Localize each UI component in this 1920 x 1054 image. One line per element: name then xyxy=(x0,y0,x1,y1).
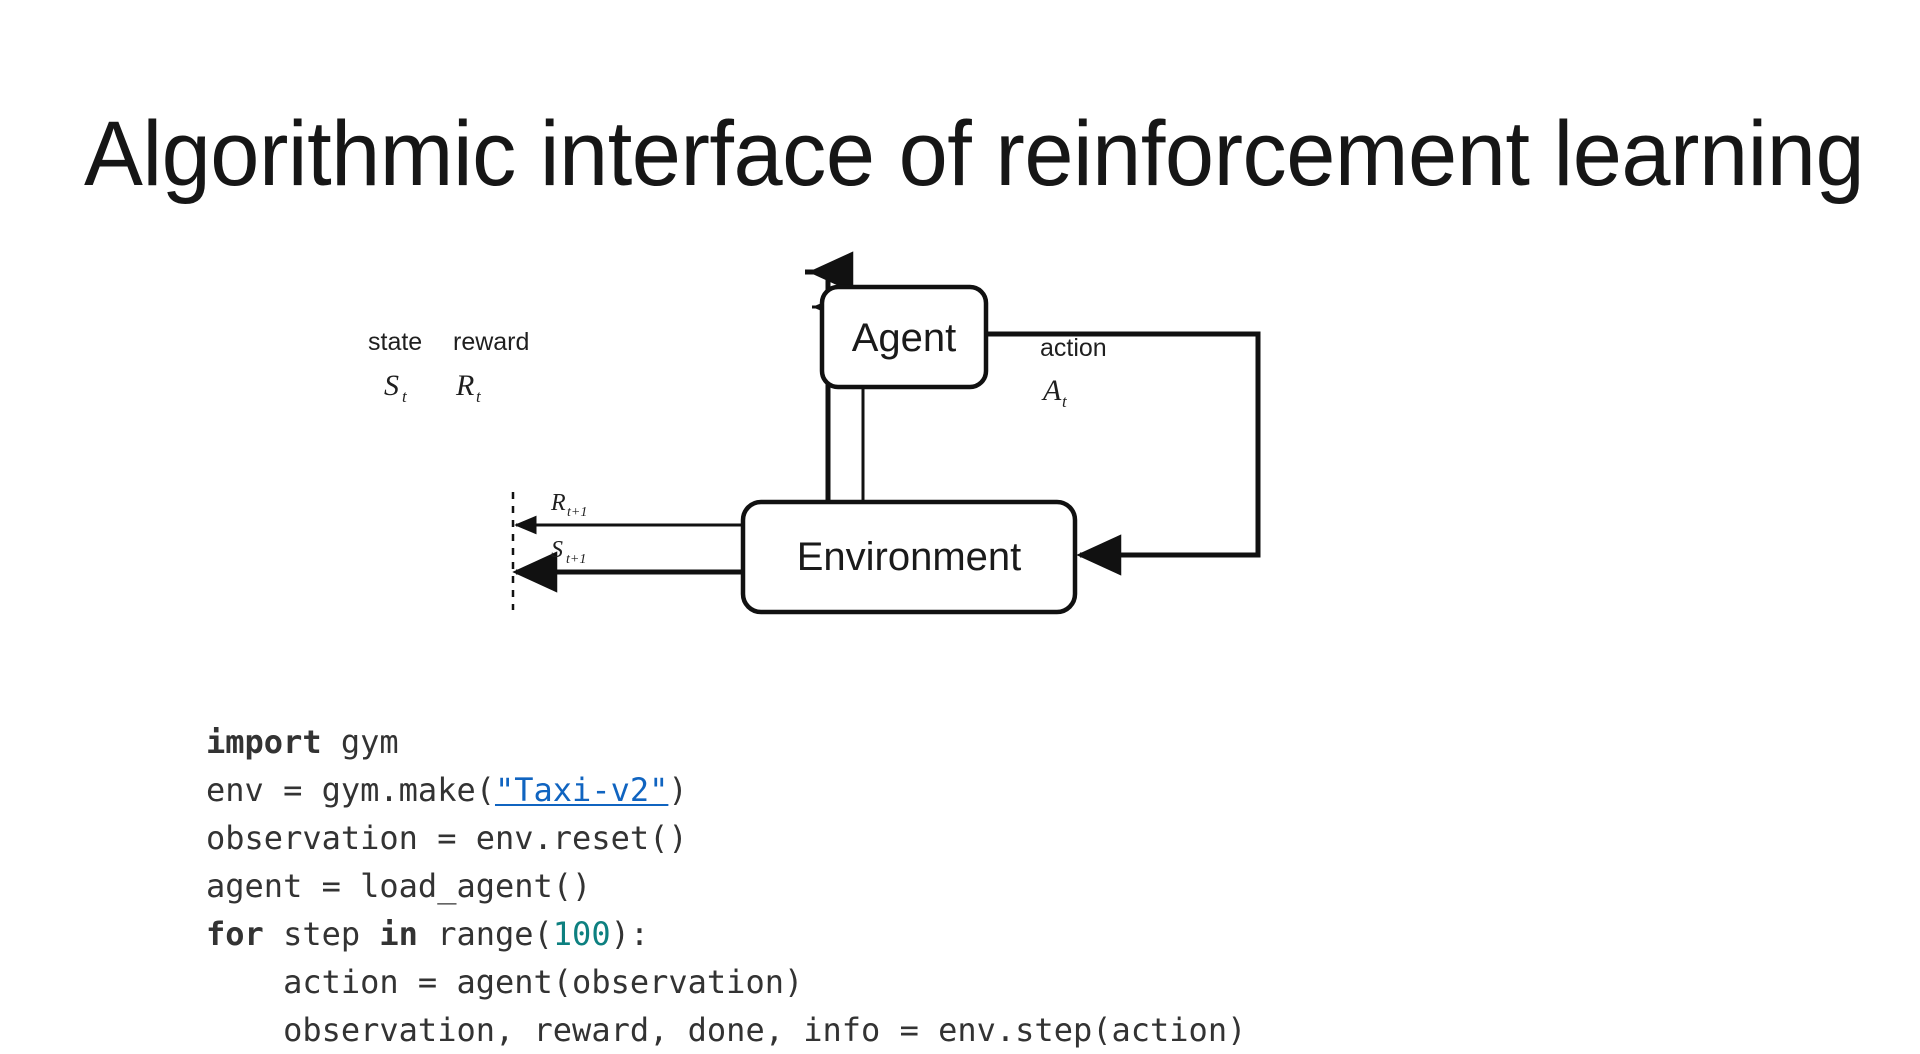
label-reward-symbol: R t xyxy=(455,369,482,406)
svg-text:S: S xyxy=(551,537,563,563)
label-action-symbol: A t xyxy=(1041,374,1068,411)
code-line: agent = load_agent() xyxy=(206,862,1246,910)
node-environment: Environment xyxy=(740,499,1078,615)
code-keyword: in xyxy=(379,915,418,953)
svg-text:t: t xyxy=(1062,392,1068,411)
svg-text:S: S xyxy=(384,369,399,402)
label-next-reward-symbol: R t+1 xyxy=(550,490,587,520)
edge-action-line xyxy=(985,331,1261,576)
code-keyword: for xyxy=(206,915,264,953)
label-action-word: action xyxy=(1040,334,1107,362)
svg-text:A: A xyxy=(1041,374,1062,407)
code-line: for step in range(100): xyxy=(206,910,1246,958)
code-line: import gym xyxy=(206,718,1246,766)
code-text: agent = load_agent() xyxy=(206,867,592,905)
label-state-symbol: S t xyxy=(384,369,408,406)
code-text: ): xyxy=(610,915,650,953)
page-title: Algorithmic interface of reinforcement l… xyxy=(84,102,1865,205)
label-next-state-symbol: S t+1 xyxy=(551,537,586,567)
node-agent-label: Agent xyxy=(852,316,957,360)
label-reward-word: reward xyxy=(453,328,529,356)
node-environment-label: Environment xyxy=(797,535,1022,579)
svg-text:R: R xyxy=(550,490,566,516)
code-text: observation = env.reset() xyxy=(206,819,688,857)
code-keyword: import xyxy=(206,723,322,761)
code-text: gym xyxy=(321,723,399,761)
code-text: observation, reward, done, info = env.st… xyxy=(206,1011,1247,1049)
code-line: observation = env.reset() xyxy=(206,814,1246,862)
code-text: step xyxy=(263,915,380,953)
code-line: action = agent(observation) xyxy=(206,958,1246,1006)
code-link-taxi-v2[interactable]: "Taxi-v2" xyxy=(494,771,669,809)
svg-text:t: t xyxy=(402,387,408,406)
svg-text:R: R xyxy=(455,369,474,402)
label-state-word: state xyxy=(368,328,422,356)
code-line: env = gym.make("Taxi-v2") xyxy=(206,766,1246,814)
node-agent: Agent xyxy=(819,284,989,390)
code-text: env = gym.make( xyxy=(206,771,495,809)
code-text: range( xyxy=(417,915,553,953)
svg-text:t+1: t+1 xyxy=(567,505,587,520)
code-number: 100 xyxy=(552,915,611,953)
svg-text:t+1: t+1 xyxy=(566,552,586,567)
code-text: action = agent(observation) xyxy=(206,963,804,1001)
code-text: ) xyxy=(668,771,688,809)
svg-text:t: t xyxy=(476,387,482,406)
agent-environment-diagram: Agent Environment state S t reward R t a… xyxy=(368,210,1261,630)
code-line: observation, reward, done, info = env.st… xyxy=(206,1006,1246,1054)
